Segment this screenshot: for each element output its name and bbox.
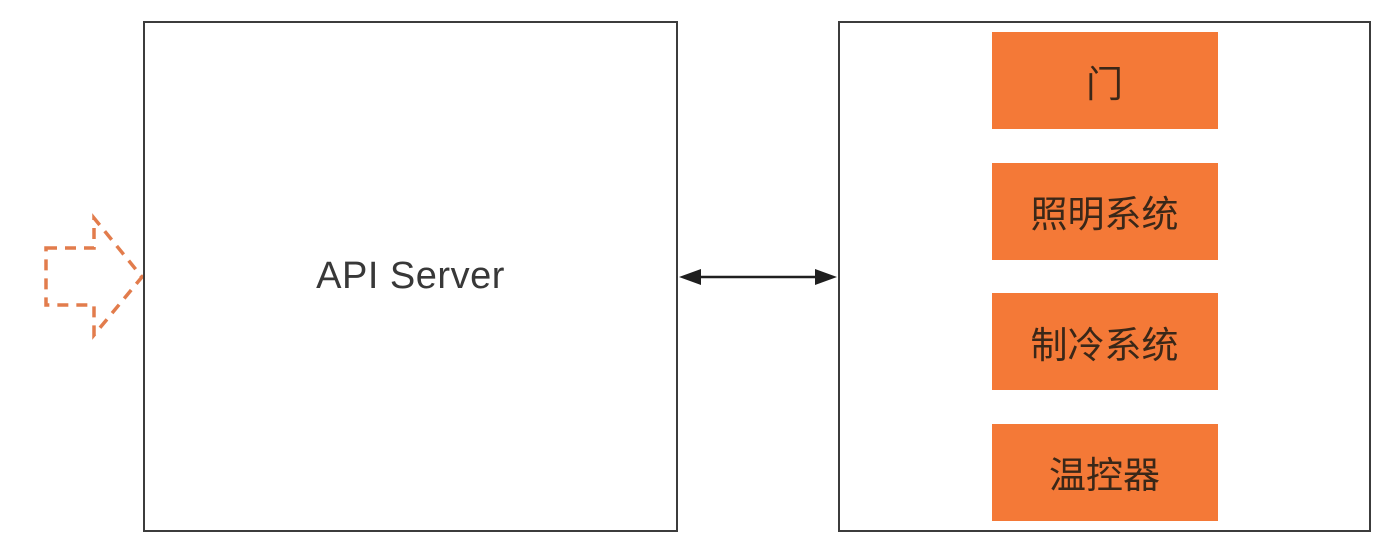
api-server-box: API Server: [143, 21, 678, 532]
device-thermostat-label: 温控器: [1049, 455, 1160, 497]
device-cooling-system-label: 制冷系统: [1030, 324, 1179, 366]
device-lighting-system: 照明系统: [991, 162, 1218, 260]
device-thermostat: 温控器: [991, 423, 1218, 521]
inbound-request-arrow-icon: [44, 213, 145, 340]
device-door: 门: [991, 32, 1218, 129]
bidirectional-connector-icon: [679, 269, 837, 285]
api-server-label: API Server: [316, 255, 505, 297]
device-lighting-system-label: 照明系统: [1030, 194, 1179, 236]
device-cooling-system: 制冷系统: [991, 293, 1218, 391]
device-door-label: 门: [1086, 63, 1123, 105]
devices-box: 门 照明系统 制冷系统 温控器: [838, 21, 1371, 532]
